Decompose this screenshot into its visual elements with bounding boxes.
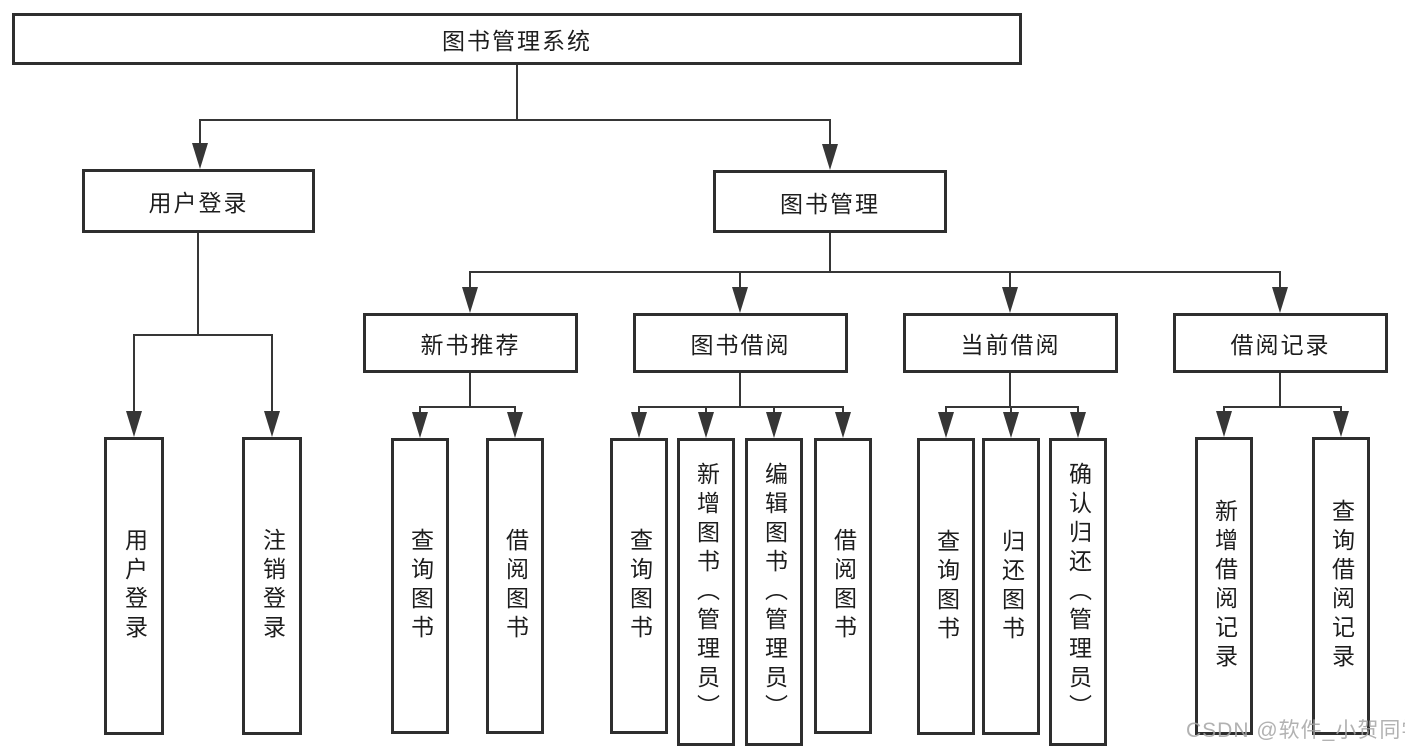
- node-leaf-query-books-borrow: 查询图书: [610, 438, 668, 734]
- connector-vline: [271, 334, 273, 413]
- connector-vline: [739, 271, 741, 289]
- arrowhead-down: [1003, 412, 1019, 438]
- node-leaf-confirm-return-admin: 确认归还（管理员）: [1049, 438, 1107, 746]
- connector-vline: [197, 233, 199, 336]
- connector-vline: [773, 406, 775, 414]
- connector-vline: [739, 373, 741, 408]
- arrowhead-down: [264, 411, 280, 437]
- arrowhead-down: [766, 412, 782, 438]
- connector-vline: [1077, 406, 1079, 414]
- node-current-borrowing: 当前借阅: [903, 313, 1118, 373]
- connector-vline: [419, 406, 421, 414]
- arrowhead-down: [462, 287, 478, 313]
- connector-hline: [1223, 406, 1342, 408]
- connector-vline: [638, 406, 640, 414]
- arrowhead-down: [1002, 287, 1018, 313]
- arrowhead-down: [192, 143, 208, 169]
- node-leaf-edit-books-admin: 编辑图书（管理员）: [745, 438, 803, 746]
- connector-vline: [1009, 373, 1011, 408]
- node-book-management: 图书管理: [713, 170, 947, 233]
- node-leaf-return-books: 归还图书: [982, 438, 1040, 735]
- connector-vline: [514, 406, 516, 414]
- connector-hline: [469, 271, 1281, 273]
- node-borrowing-records: 借阅记录: [1173, 313, 1388, 373]
- connector-hline: [133, 334, 273, 336]
- csdn-watermark: CSDN @软件_小贺同学: [1186, 719, 1405, 742]
- connector-vline: [705, 406, 707, 414]
- node-new-book-recommend: 新书推荐: [363, 313, 578, 373]
- connector-vline: [516, 65, 518, 120]
- node-user-login-module: 用户登录: [82, 169, 315, 233]
- connector-vline: [1009, 271, 1011, 289]
- node-leaf-query-books-current: 查询图书: [917, 438, 975, 735]
- connector-vline: [1279, 271, 1281, 289]
- arrowhead-down: [507, 412, 523, 438]
- node-library-system: 图书管理系统: [12, 13, 1022, 65]
- connector-vline: [945, 406, 947, 414]
- arrowhead-down: [835, 412, 851, 438]
- arrowhead-down: [1272, 287, 1288, 313]
- node-leaf-add-books-admin: 新增图书（管理员）: [677, 438, 735, 746]
- connector-hline: [638, 406, 844, 408]
- node-leaf-logout: 注销登录: [242, 437, 302, 735]
- arrowhead-down: [938, 412, 954, 438]
- arrowhead-down: [698, 412, 714, 438]
- node-leaf-borrow-books: 借阅图书: [814, 438, 872, 734]
- connector-hline: [945, 406, 1079, 408]
- arrowhead-down: [1070, 412, 1086, 438]
- arrowhead-down: [412, 412, 428, 438]
- connector-vline: [1223, 406, 1225, 413]
- connector-vline: [199, 119, 201, 147]
- arrowhead-down: [631, 412, 647, 438]
- node-leaf-query-books-recommend: 查询图书: [391, 438, 449, 734]
- connector-vline: [1010, 406, 1012, 414]
- node-book-borrowing: 图书借阅: [633, 313, 848, 373]
- arrowhead-down: [126, 411, 142, 437]
- node-leaf-user-login: 用户登录: [104, 437, 164, 735]
- connector-vline: [469, 373, 471, 408]
- connector-vline: [1279, 373, 1281, 408]
- node-leaf-add-borrow-record: 新增借阅记录: [1195, 437, 1253, 735]
- connector-vline: [469, 271, 471, 289]
- connector-hline: [199, 119, 831, 121]
- connector-vline: [842, 406, 844, 414]
- connector-vline: [829, 119, 831, 147]
- arrowhead-down: [732, 287, 748, 313]
- arrowhead-down: [822, 144, 838, 170]
- arrowhead-down: [1333, 411, 1349, 437]
- connector-vline: [133, 334, 135, 413]
- connector-vline: [829, 233, 831, 273]
- node-leaf-borrow-books-recommend: 借阅图书: [486, 438, 544, 734]
- node-leaf-query-borrow-record: 查询借阅记录: [1312, 437, 1370, 735]
- connector-hline: [419, 406, 516, 408]
- arrowhead-down: [1216, 411, 1232, 437]
- connector-vline: [1340, 406, 1342, 413]
